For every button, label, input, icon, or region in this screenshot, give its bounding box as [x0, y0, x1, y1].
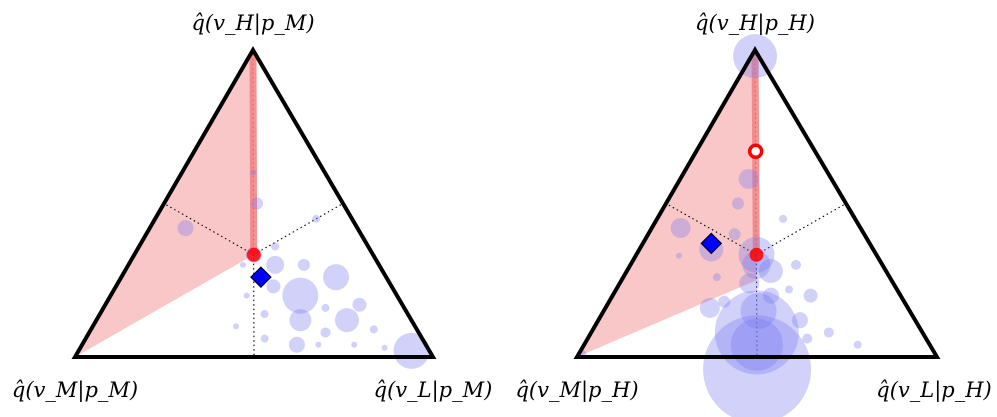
data-bubble	[740, 292, 777, 329]
divider-line	[665, 203, 757, 256]
data-bubble	[260, 334, 269, 343]
data-bubble	[802, 333, 813, 344]
blue-diamond-marker	[250, 266, 272, 289]
data-bubble	[728, 228, 741, 241]
data-bubble	[177, 220, 194, 237]
panel-left	[71, 46, 437, 369]
data-bubble	[334, 308, 359, 333]
data-bubble	[703, 315, 812, 417]
blue-diamond-marker	[700, 232, 723, 255]
left-right-label: q̂(v_L|p_M)	[374, 378, 493, 403]
simplex-triangle	[573, 46, 941, 359]
data-bubble	[271, 242, 280, 251]
data-bubble	[289, 309, 312, 332]
data-bubble	[742, 250, 771, 279]
data-bubble	[393, 332, 430, 369]
left-top-label: q̂(v_H|p_M)	[191, 11, 314, 36]
divider-line	[253, 203, 344, 256]
data-bubble	[853, 340, 862, 349]
data-bubble	[758, 259, 783, 284]
data-bubble	[266, 255, 285, 274]
divider-line	[163, 203, 254, 256]
data-bubble	[699, 297, 720, 318]
panel-right	[573, 34, 941, 417]
data-bubble	[718, 295, 731, 308]
data-bubble	[803, 288, 818, 303]
red-band	[249, 51, 258, 255]
divider-line	[756, 203, 847, 256]
data-bubble	[312, 214, 321, 223]
data-bubble	[266, 279, 281, 294]
data-bubble	[823, 327, 834, 338]
data-bubble	[732, 197, 744, 210]
data-bubble	[714, 290, 799, 375]
data-bubble	[323, 264, 350, 291]
left-left-label: q̂(v_M|p_M)	[12, 378, 138, 403]
right-right-label: q̂(v_L|p_H)	[876, 378, 991, 403]
data-bubble	[670, 218, 691, 239]
data-bubble	[233, 323, 239, 330]
right-top-label: q̂(v_H|p_H)	[695, 11, 815, 36]
data-bubble	[763, 287, 779, 304]
data-bubble	[282, 277, 319, 314]
data-bubble	[779, 214, 788, 223]
data-bubble	[784, 285, 793, 294]
data-bubble	[321, 303, 330, 312]
data-bubble	[288, 336, 305, 353]
simplex-triangle	[71, 46, 437, 359]
data-bubble	[712, 273, 721, 282]
data-bubble	[251, 197, 264, 210]
data-bubble	[730, 318, 783, 371]
data-bubble	[369, 325, 378, 334]
data-bubble	[352, 297, 367, 312]
data-bubble	[351, 341, 358, 348]
data-bubble	[791, 312, 808, 329]
data-bubble	[738, 168, 759, 189]
data-bubble	[791, 259, 801, 270]
data-bubble	[675, 252, 682, 259]
data-bubble	[297, 258, 310, 271]
data-bubble	[315, 341, 322, 348]
data-bubble	[381, 344, 388, 351]
red-open-marker	[747, 143, 764, 160]
red-filled-marker	[749, 247, 764, 262]
data-bubble	[733, 34, 778, 79]
data-bubble	[739, 273, 760, 294]
red-filled-marker	[246, 247, 261, 262]
data-bubble	[260, 310, 269, 319]
right-left-label: q̂(v_M|p_H)	[515, 378, 638, 403]
data-bubble	[239, 261, 246, 268]
data-bubble	[320, 327, 331, 338]
data-bubble	[243, 292, 250, 299]
data-bubble	[250, 169, 257, 176]
